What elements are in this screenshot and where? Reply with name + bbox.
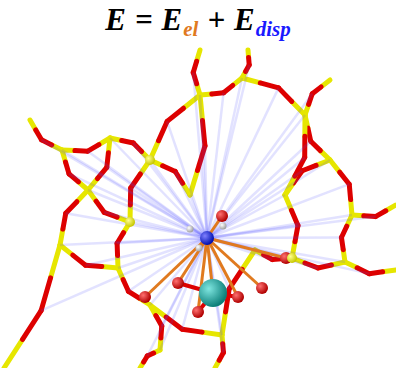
- equation-term: =: [135, 2, 153, 38]
- o-bond: [66, 162, 70, 174]
- hydrogen-atom: [220, 223, 227, 230]
- o-bond: [349, 184, 350, 199]
- o-bond: [159, 121, 168, 140]
- o-bond: [115, 243, 120, 255]
- o-bond: [128, 291, 139, 298]
- oxygen-atom: [232, 291, 244, 303]
- dispersion-line: [88, 151, 207, 238]
- si-bond: [202, 332, 222, 335]
- dispersion-line: [41, 238, 207, 311]
- electrostatic-line: [207, 238, 286, 258]
- dispersion-line: [207, 94, 312, 238]
- oxygen-atom: [172, 277, 184, 289]
- dispersion-line: [207, 217, 376, 238]
- energy-equation: E=Eel+Edisp: [0, 2, 396, 38]
- copper-atom: [199, 279, 227, 307]
- equation-term: E: [234, 2, 255, 38]
- dispersion-line: [133, 143, 207, 238]
- hydrogen-atom: [196, 245, 203, 252]
- silicon-atom: [145, 155, 155, 165]
- silicon-atom: [287, 253, 297, 263]
- equation-term: +: [207, 2, 225, 38]
- dispersion-line: [104, 212, 207, 238]
- hydrogen-atom: [187, 226, 194, 233]
- o-bond: [341, 237, 343, 249]
- o-bond: [369, 272, 382, 274]
- subscript-label: el: [183, 17, 198, 42]
- o-bond: [182, 329, 202, 332]
- oxygen-atom: [256, 282, 268, 294]
- dispersion-line: [193, 73, 207, 239]
- o-bond: [167, 108, 183, 121]
- o-bond: [41, 278, 50, 311]
- oxygen-atom: [139, 291, 151, 303]
- o-bond: [260, 83, 278, 88]
- o-bond: [311, 141, 321, 150]
- o-bond: [88, 145, 99, 152]
- dispersion-line: [42, 140, 208, 238]
- subscript-label: disp: [256, 17, 291, 42]
- dispersion-line: [207, 238, 369, 274]
- o-bond: [312, 87, 321, 94]
- silicon-atom: [125, 217, 135, 227]
- o-bond: [66, 202, 77, 214]
- dispersion-line: [69, 174, 207, 238]
- o-bond: [193, 61, 196, 72]
- si-bond: [184, 95, 200, 108]
- dispersion-line: [147, 238, 207, 356]
- o-bond: [224, 85, 233, 92]
- o-bond: [279, 88, 292, 102]
- equation-term: E: [105, 2, 126, 38]
- o-bond: [219, 353, 223, 361]
- o-bond: [73, 255, 86, 265]
- dispersion-line: [207, 65, 249, 238]
- o-bond: [376, 211, 386, 217]
- si-bond: [4, 339, 23, 368]
- dispersion-line: [207, 141, 311, 238]
- oxygen-atom: [216, 210, 228, 222]
- o-bond: [96, 201, 104, 212]
- o-bond: [23, 311, 42, 340]
- si-bond: [51, 245, 60, 278]
- o-bond: [144, 356, 148, 362]
- o-bond: [246, 57, 252, 64]
- oxygen-atom: [192, 306, 204, 318]
- nitrogen-atom: [200, 231, 214, 245]
- si-bond: [150, 305, 166, 317]
- o-bond: [36, 130, 42, 140]
- equation-term: E: [162, 2, 183, 38]
